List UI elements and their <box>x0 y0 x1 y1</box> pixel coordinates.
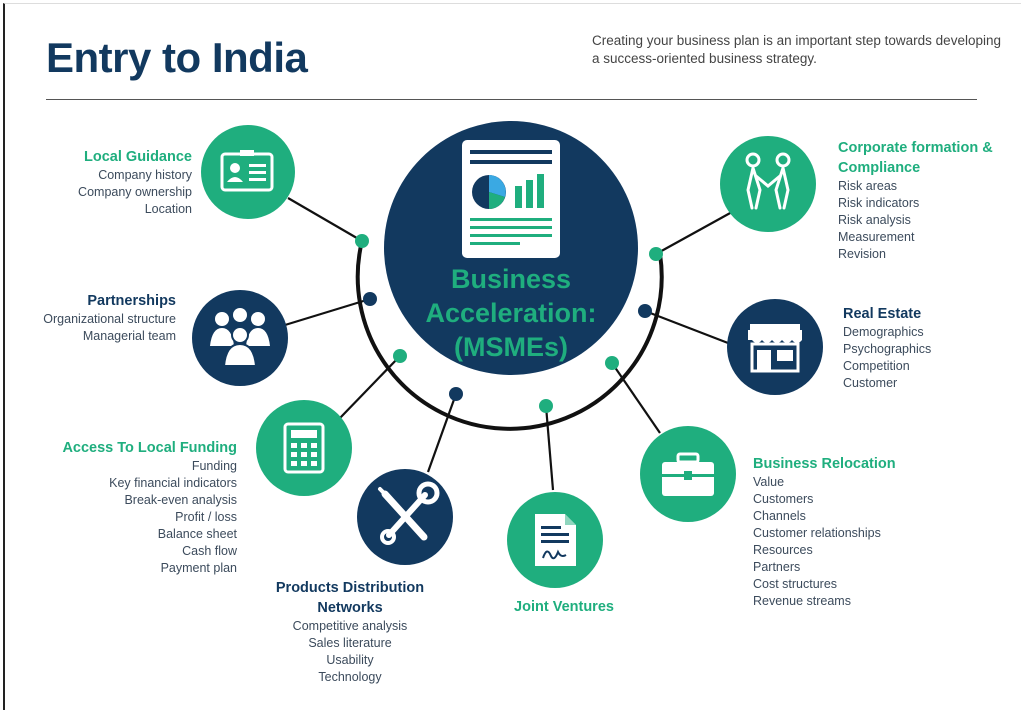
item: Usability <box>326 653 374 667</box>
connector-distribution <box>426 393 458 473</box>
heading-distribution: Products Distribution Networks <box>275 580 425 616</box>
label-partnerships: Partnerships Organizational structure Ma… <box>20 291 176 345</box>
label-real-estate: Real Estate Demographics Psychographics … <box>843 304 993 392</box>
item: Demographics <box>843 325 924 339</box>
report-chart-icon <box>462 140 560 258</box>
item: Channels <box>753 509 806 523</box>
item: Competition <box>843 359 910 373</box>
page-border <box>3 3 1021 710</box>
item: Company history <box>98 168 192 182</box>
item: Competitive analysis <box>292 619 408 633</box>
item: Risk analysis <box>838 213 911 227</box>
dot-partnerships <box>363 292 377 306</box>
node-partnerships <box>192 290 288 386</box>
item: Revenue streams <box>753 594 851 608</box>
item: Managerial team <box>82 329 176 343</box>
heading-real-estate: Real Estate <box>843 306 922 322</box>
item: Psychographics <box>843 342 932 356</box>
tools-icon <box>378 481 440 545</box>
team-icon <box>210 308 270 367</box>
item: Sales literature <box>308 636 392 650</box>
item: Funding <box>191 459 237 473</box>
item: Customer <box>843 376 898 390</box>
calculator-icon <box>283 422 325 474</box>
dot-distribution <box>449 387 463 401</box>
connector-funding <box>339 355 401 419</box>
briefcase-icon <box>662 452 714 496</box>
connector-real-estate <box>644 309 729 345</box>
center-label: Business Acceleration: (MSMEs) <box>411 262 611 364</box>
label-local-guidance: Local Guidance Company history Company o… <box>40 147 192 218</box>
connectors <box>284 197 733 491</box>
item: Risk areas <box>838 179 898 193</box>
item: Technology <box>318 670 382 684</box>
dot-relocation <box>605 356 619 370</box>
node-relocation <box>640 426 736 522</box>
label-corporate: Corporate formation & Compliance Risk ar… <box>838 138 1018 263</box>
page-subtitle: Creating your business plan is an import… <box>592 33 1001 66</box>
item: Measurement <box>838 230 915 244</box>
storefront-icon <box>748 324 802 373</box>
heading-relocation: Business Relocation <box>753 456 896 472</box>
label-relocation: Business Relocation Value Customers Chan… <box>753 454 953 610</box>
node-corporate <box>720 136 816 232</box>
dot-corporate <box>649 247 663 261</box>
item: Cost structures <box>753 577 838 591</box>
heading-partnerships: Partnerships <box>87 293 176 309</box>
dot-joint-ventures <box>539 399 553 413</box>
joint-dots <box>355 234 663 413</box>
heading-funding: Access To Local Funding <box>62 440 237 456</box>
item: Break-even analysis <box>124 493 237 507</box>
item: Customer relationships <box>753 526 881 540</box>
connector-relocation <box>611 362 661 434</box>
dot-funding <box>393 349 407 363</box>
item: Company ownership <box>78 185 192 199</box>
heading-joint-ventures: Joint Ventures <box>514 599 614 615</box>
item: Revision <box>838 247 886 261</box>
item: Profit / loss <box>175 510 237 524</box>
node-funding <box>256 400 352 496</box>
center-line-3: (MSMEs) <box>454 332 568 362</box>
item: Cash flow <box>182 544 237 558</box>
item: Resources <box>753 543 813 557</box>
handshake-icon <box>745 152 791 210</box>
dot-local-guidance <box>355 234 369 248</box>
connector-joint-ventures <box>544 405 555 491</box>
label-funding: Access To Local Funding Funding Key fina… <box>40 438 237 577</box>
connector-corporate <box>655 211 733 255</box>
label-distribution: Products Distribution Networks Competiti… <box>262 578 438 686</box>
heading-local-guidance: Local Guidance <box>84 149 192 165</box>
item: Risk indicators <box>838 196 920 210</box>
center-line-1: Business <box>450 264 572 294</box>
node-distribution <box>357 469 453 565</box>
item: Customers <box>753 492 814 506</box>
node-local-guidance <box>201 125 295 219</box>
item: Key financial indicators <box>109 476 237 490</box>
item: Partners <box>753 560 801 574</box>
item: Value <box>753 475 785 489</box>
item: Payment plan <box>160 561 237 575</box>
item: Location <box>144 202 192 216</box>
heading-corporate: Corporate formation & Compliance <box>838 140 993 176</box>
item: Balance sheet <box>157 527 237 541</box>
dot-real-estate <box>638 304 652 318</box>
id-card-icon <box>220 150 274 192</box>
node-joint-ventures <box>507 492 603 588</box>
contract-icon <box>535 514 576 566</box>
hub-arc <box>355 240 664 431</box>
page-title: Entry to India <box>46 34 308 81</box>
label-joint-ventures: Joint Ventures <box>494 597 634 617</box>
connector-local-guidance <box>287 197 363 242</box>
title-divider <box>46 99 977 100</box>
node-real-estate <box>727 299 823 395</box>
item: Organizational structure <box>43 312 176 326</box>
center-line-2: Acceleration: <box>425 298 597 328</box>
connector-partnerships <box>284 297 371 327</box>
